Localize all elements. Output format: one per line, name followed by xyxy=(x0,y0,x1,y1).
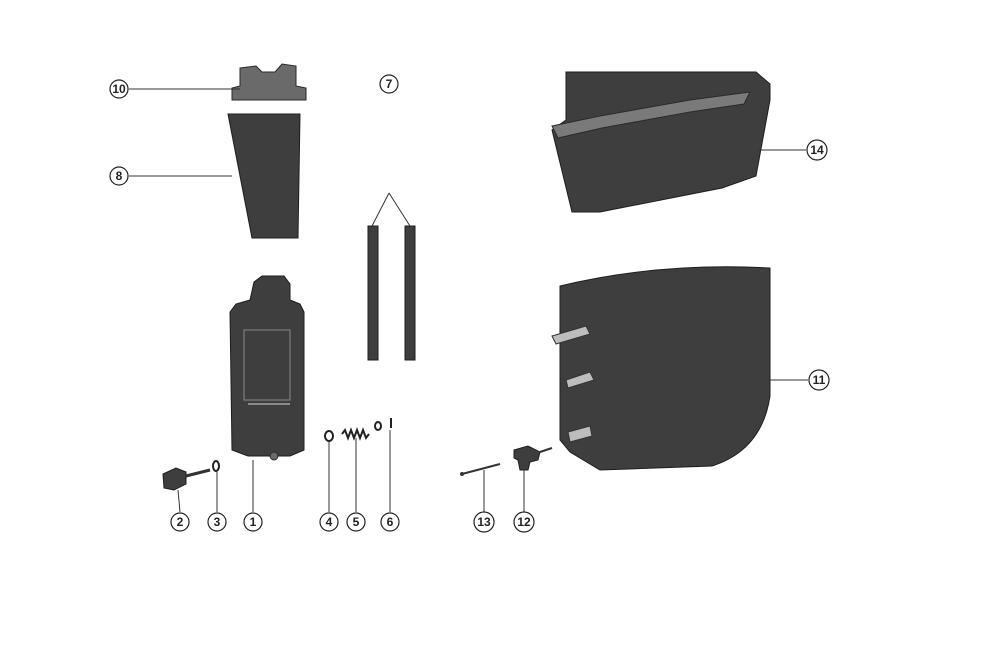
callout-1-label: 1 xyxy=(250,515,257,529)
part-11-lower-cowl-bracket-2 xyxy=(565,371,595,389)
part-7-rod-left xyxy=(367,225,379,361)
part-2-knob xyxy=(162,467,187,491)
callout-2: 2 xyxy=(170,512,190,532)
callout-5-label: 5 xyxy=(353,515,360,529)
part-12-latch-arm xyxy=(539,447,553,453)
part-13-rod xyxy=(461,463,501,475)
callout-12-label: 12 xyxy=(517,515,531,529)
part-14-upper-cowl xyxy=(551,71,771,213)
part-7-rod-right xyxy=(404,225,416,361)
leader-2 xyxy=(177,489,181,513)
callout-13: 13 xyxy=(473,511,495,533)
callout-14-label: 14 xyxy=(810,143,824,157)
callout-10-label: 10 xyxy=(112,82,126,96)
callout-8: 8 xyxy=(109,166,129,186)
part-12-latch xyxy=(513,445,541,471)
callout-4-label: 4 xyxy=(326,515,333,529)
part-4-washer xyxy=(324,430,334,442)
callout-10: 10 xyxy=(109,79,129,99)
callout-12: 12 xyxy=(513,511,535,533)
part-11-lower-cowl-bracket-3 xyxy=(567,425,593,443)
part-13-rod-end xyxy=(460,472,464,476)
part-1-housing-outlet xyxy=(269,451,279,461)
part-6-washer xyxy=(374,421,382,431)
part-1-housing xyxy=(229,275,305,457)
part-1-housing-window xyxy=(243,329,291,401)
callout-7: 7 xyxy=(379,74,399,94)
part-11-lower-cowl-bracket-1 xyxy=(551,325,591,345)
callout-6-label: 6 xyxy=(387,515,394,529)
callout-3-label: 3 xyxy=(214,515,221,529)
callout-13-label: 13 xyxy=(477,515,491,529)
part-2-bolt-shaft xyxy=(185,468,211,478)
part-10-top-cap xyxy=(231,63,307,101)
callout-1: 1 xyxy=(243,512,263,532)
leader-7-right xyxy=(388,192,411,227)
callout-7-label: 7 xyxy=(386,77,393,91)
part-8-tapered-sleeve xyxy=(227,113,301,239)
callout-5: 5 xyxy=(346,512,366,532)
callout-11: 11 xyxy=(808,369,830,391)
callout-8-label: 8 xyxy=(116,169,123,183)
callout-3: 3 xyxy=(207,512,227,532)
callout-2-label: 2 xyxy=(177,515,184,529)
part-3-washer xyxy=(212,460,220,472)
part-5-spring xyxy=(341,427,370,441)
callout-4: 4 xyxy=(319,512,339,532)
leader-7-left xyxy=(371,192,390,227)
callout-6: 6 xyxy=(380,512,400,532)
part-14-upper-cowl-rim xyxy=(551,91,751,139)
callout-11-label: 11 xyxy=(813,373,826,387)
part-11-lower-cowl xyxy=(559,266,771,471)
callout-14: 14 xyxy=(806,139,828,161)
